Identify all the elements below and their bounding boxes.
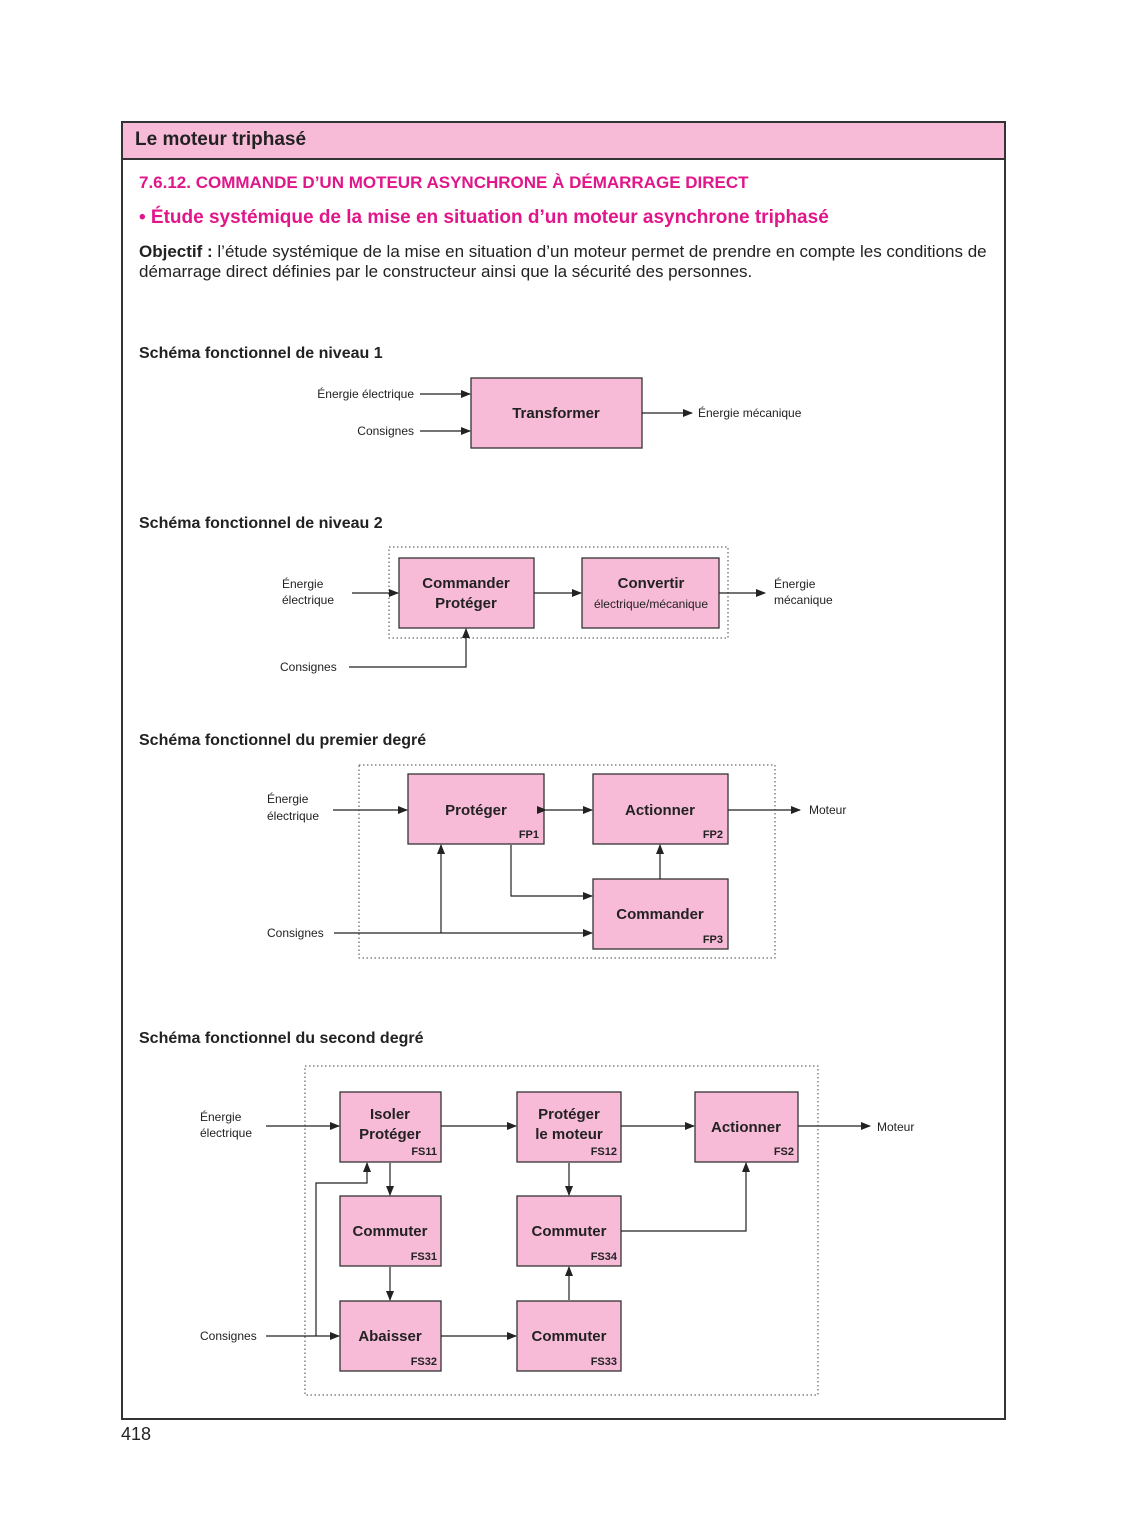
fs12-line2: le moteur [535, 1126, 603, 1143]
schema1-input-energy: Énergie électrique [317, 386, 414, 401]
fs34-code: FS34 [591, 1251, 618, 1263]
schema1-output: Énergie mécanique [698, 405, 802, 420]
schema3-input-energy-2: électrique [267, 809, 319, 823]
schema4-input-consignes: Consignes [200, 1329, 257, 1343]
schema3-input-energy-1: Énergie [267, 791, 309, 806]
fs11-line1: Isoler [370, 1106, 410, 1123]
schema2-consignes-arrow [349, 628, 470, 668]
schema4-fs34-fs2-arrow [621, 1162, 750, 1232]
schema2-input-consignes: Consignes [280, 660, 337, 674]
schema4-diagram: Isoler Protéger FS11 Protéger le moteur … [200, 1065, 914, 1396]
schema4-output: Moteur [877, 1120, 914, 1134]
fs33-label: Commuter [531, 1328, 606, 1345]
objective-paragraph: Objectif : l’étude systémique de la mise… [139, 242, 995, 282]
schema4-input-energy-1: Énergie [200, 1109, 242, 1124]
commander-label: Commander [422, 575, 510, 592]
fs2-label: Actionner [711, 1119, 781, 1136]
fs33-box [516, 1300, 622, 1372]
schema4-consignes-fs11-arrow [315, 1162, 371, 1336]
convertir-label: Convertir [618, 575, 685, 592]
schema3-input-consignes: Consignes [267, 926, 324, 940]
schema2-input-energy-2: électrique [282, 593, 334, 607]
chapter-header: Le moteur triphasé [123, 123, 1004, 160]
schema4-input-energy-2: électrique [200, 1126, 252, 1140]
fs31-label: Commuter [352, 1223, 427, 1240]
fp3-label: Commander [616, 906, 704, 923]
schema4-title: Schéma fonctionnel du second degré [139, 1030, 424, 1047]
convertir-box [581, 557, 720, 629]
convertir-sublabel: électrique/mécanique [594, 597, 708, 611]
fs32-code: FS32 [411, 1356, 437, 1368]
fp2-box [592, 773, 729, 845]
objective-label: Objectif : [139, 242, 213, 261]
fs32-label: Abaisser [358, 1328, 422, 1345]
schema3-fp1-fp3-arrow [510, 845, 593, 900]
fs11-line2: Protéger [359, 1126, 421, 1143]
fs2-code: FS2 [774, 1146, 794, 1158]
fs33-code: FS33 [591, 1356, 617, 1368]
transformer-label: Transformer [512, 405, 600, 422]
schema2-output-1: Énergie [774, 576, 816, 591]
fp3-box [592, 878, 729, 950]
fs2-box [694, 1091, 799, 1163]
fs12-line1: Protéger [538, 1106, 600, 1123]
fp2-label: Actionner [625, 802, 695, 819]
fs34-box [516, 1195, 622, 1267]
page-number: 418 [121, 1424, 152, 1444]
fs32-box [339, 1300, 442, 1372]
schema3-diagram: Protéger FP1 Actionner FP2 Commander FP3… [267, 764, 846, 959]
fp1-label: Protéger [445, 802, 507, 819]
chapter-title: Le moteur triphasé [135, 129, 307, 150]
commander-proteger-box [398, 557, 535, 629]
schema4-system-boundary [304, 1065, 819, 1396]
fp1-code: FP1 [519, 829, 539, 841]
objective-text: l’étude systémique de la mise en situati… [139, 242, 987, 281]
fs34-label: Commuter [531, 1223, 606, 1240]
fs31-box [339, 1195, 442, 1267]
proteger-label: Protéger [435, 595, 497, 612]
fs11-box [339, 1091, 442, 1163]
transformer-box [470, 377, 643, 449]
schema3-system-boundary [358, 764, 776, 959]
schema1-input-consignes: Consignes [357, 424, 414, 438]
schema2-input-energy-1: Énergie [282, 576, 324, 591]
fs12-box [516, 1091, 622, 1163]
fp3-code: FP3 [703, 934, 723, 946]
fp2-code: FP2 [703, 829, 723, 841]
schema3-output: Moteur [809, 803, 846, 817]
section-number-title: 7.6.12. COMMANDE D’UN MOTEUR ASYNCHRONE … [139, 173, 749, 192]
schema2-title: Schéma fonctionnel de niveau 2 [139, 515, 383, 532]
schema2-diagram: Commander Protéger Convertir électrique/… [280, 546, 833, 674]
schema1-diagram: Transformer Énergie électrique Consignes… [317, 377, 802, 449]
schema1-title: Schéma fonctionnel de niveau 1 [139, 345, 383, 362]
schema3-title: Schéma fonctionnel du premier degré [139, 732, 427, 749]
schema2-output-2: mécanique [774, 593, 833, 607]
fs31-code: FS31 [411, 1251, 437, 1263]
section-subtitle: • Étude systémique de la mise en situati… [139, 207, 829, 228]
page-frame: Le moteur triphasé 7.6.12. COMMANDE D’UN… [121, 121, 1006, 1420]
fs12-code: FS12 [591, 1146, 617, 1158]
fs11-code: FS11 [411, 1146, 437, 1158]
